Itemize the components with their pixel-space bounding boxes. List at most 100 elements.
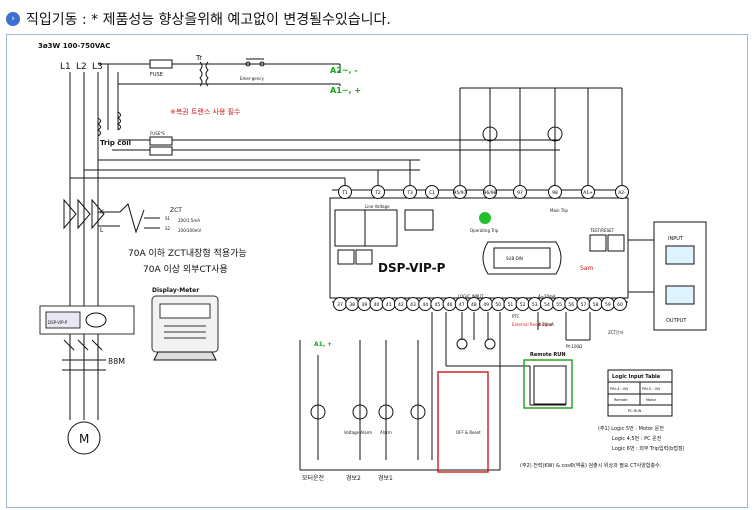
bottom-terminal-label: 40	[374, 302, 380, 308]
bottom-terminal-label: 39	[361, 302, 367, 308]
top-terminal-8: A1+	[581, 185, 595, 199]
l1-label: L1	[60, 62, 71, 72]
dsp-main-label: DSP-VIP-P	[378, 261, 446, 275]
ext-reset-label: External Reset Input	[512, 322, 553, 327]
bottom-terminal-label: 47	[459, 302, 465, 308]
bottom-terminal-label: 46	[447, 302, 453, 308]
bottom-terminal-label: 44	[422, 302, 428, 308]
contactor-88m-label: 88M	[108, 357, 125, 366]
alarm1-label: 경보1	[378, 475, 393, 482]
bottom-terminal-label: 55	[556, 302, 562, 308]
bottom-terminal-12: 49	[479, 297, 494, 311]
top-terminal-label: T1	[341, 190, 348, 196]
bottom-terminal-4: 41	[381, 297, 396, 311]
fuse-label: FUSE	[150, 72, 163, 78]
bottom-terminal-label: 56	[568, 302, 574, 308]
zct-spec2: 200/100mV	[178, 228, 202, 233]
top-terminal-3: C1	[425, 185, 439, 199]
top-terminal-label: 97	[517, 190, 523, 196]
l2-label: L2	[76, 62, 87, 72]
top-terminal-6: 97	[513, 185, 527, 199]
bottom-terminal-label: 59	[605, 302, 611, 308]
note-70a-line1: 70A 이하 ZCT내장형 적용가능	[128, 247, 247, 259]
trip-coil-label: Trip coil	[100, 139, 131, 147]
bottom-terminal-0: 37	[333, 297, 347, 311]
red-control-box	[437, 371, 489, 473]
top-terminal-2: T3	[403, 185, 417, 199]
bottom-terminal-7: 44	[418, 297, 433, 311]
bottom-terminal-14: 51	[503, 297, 518, 311]
note-70a-line2: 70A 이상 외부CT사용	[143, 263, 228, 275]
page-title: 직입기동 : * 제품성능 향상을위해 예고없이 변경될수있습니다.	[26, 12, 391, 28]
bottom-terminal-label: 49	[483, 302, 489, 308]
top-terminal-4: 95/97	[453, 185, 467, 199]
voltage-alarm-label: Voltage Alarm	[344, 430, 372, 435]
header: › 직입기동 : * 제품성능 향상을위해 예고없이 변경될수있습니다.	[6, 6, 391, 32]
bottom-terminal-9: 46	[442, 297, 457, 311]
bottom-terminal-label: 48	[471, 302, 477, 308]
bottom-terminal-21: 58	[588, 297, 603, 311]
motor-symbol-label: M	[79, 432, 89, 446]
alarm-label: Alarm	[380, 430, 392, 435]
zct-s2-label: S2	[165, 226, 171, 231]
bottom-terminal-8: 45	[430, 297, 445, 311]
top-terminal-label: A2-	[618, 190, 626, 196]
ptc-label: PTC	[512, 314, 520, 319]
bottom-terminal-20: 57	[576, 297, 591, 311]
l-label: L	[100, 227, 104, 234]
logic-input-label: LOGIC INPUT	[458, 294, 484, 299]
operating-led	[479, 212, 491, 224]
bottom-terminal-22: 59	[600, 297, 615, 311]
bottom-terminal-11: 48	[466, 297, 481, 311]
bottom-terminal-label: 41	[386, 302, 392, 308]
motor-run-label: 모터운전	[302, 474, 324, 482]
top-terminal-label: 95/97	[454, 190, 467, 196]
zct-spec1: 200/1.5mA	[178, 218, 200, 223]
bottom-terminal-label: 43	[410, 302, 416, 308]
dsp-small-label: DSP-VIP-P	[48, 320, 68, 325]
ma-420-top-label: 4~20mA	[538, 294, 556, 299]
green-remote-box	[523, 359, 573, 409]
bottom-terminal-label: 42	[398, 302, 404, 308]
note-4: (주2) 전력(KW) & cosΦ(역률) 검출시 위상과 필요 CT사양합충…	[520, 462, 662, 469]
top-terminal-1: T2	[371, 185, 385, 199]
bottom-terminal-3: 40	[369, 297, 384, 311]
operating-trip-label: Operating Trip	[470, 228, 499, 233]
pt100-label: Pt-100Ω	[566, 344, 582, 349]
k-label: K	[100, 209, 105, 216]
bottom-terminal-19: 56	[564, 297, 579, 311]
note-2: Logic 4,5번 : PC 운전	[612, 435, 662, 442]
fuse-s-label: FUSE*S	[150, 131, 165, 136]
output-label: OUTPUT	[666, 318, 687, 324]
logic-row-3: PC-RUN	[628, 409, 642, 413]
top-terminal-5: 96/98	[483, 185, 497, 199]
top-terminal-label: T3	[406, 190, 413, 196]
bottom-terminal-13: 50	[491, 297, 506, 311]
bottom-terminal-6: 43	[406, 297, 421, 311]
logic-header-1: PIN-4 : ON	[610, 387, 628, 391]
bottom-terminal-label: 45	[435, 302, 441, 308]
zct-s1-label: S1	[165, 216, 171, 221]
a1-label: A1~, +	[330, 86, 361, 95]
note-3: Logic 6번 : 외부 Trip입력(b접점)	[612, 445, 685, 452]
zct-label: ZCT	[170, 207, 182, 214]
ma-420-label: 4-20mA	[538, 322, 554, 327]
test-reset-label: TEST/RESET	[589, 228, 615, 233]
bottom-terminal-label: 50	[495, 302, 501, 308]
note-1: (주1) Logic 5번 : Motor 운전	[598, 425, 664, 432]
supply-label: 3ø3W 100-750VAC	[38, 42, 110, 50]
bottom-terminal-label: 60	[617, 302, 623, 308]
main-trip-label: Main Trip	[550, 208, 568, 213]
logic-header-2: PIN-5 : ON	[642, 387, 660, 391]
logic-row-2: Motor	[646, 398, 657, 402]
bottom-terminal-label: 51	[508, 302, 514, 308]
bottom-terminal-label: 38	[349, 302, 355, 308]
bottom-terminal-label: 53	[532, 302, 538, 308]
alarm2-label: 경보2	[346, 475, 361, 482]
bottom-terminal-label: 37	[337, 302, 343, 308]
logic-row-1: Remote	[614, 398, 628, 402]
top-terminal-label: A1+	[583, 190, 593, 196]
